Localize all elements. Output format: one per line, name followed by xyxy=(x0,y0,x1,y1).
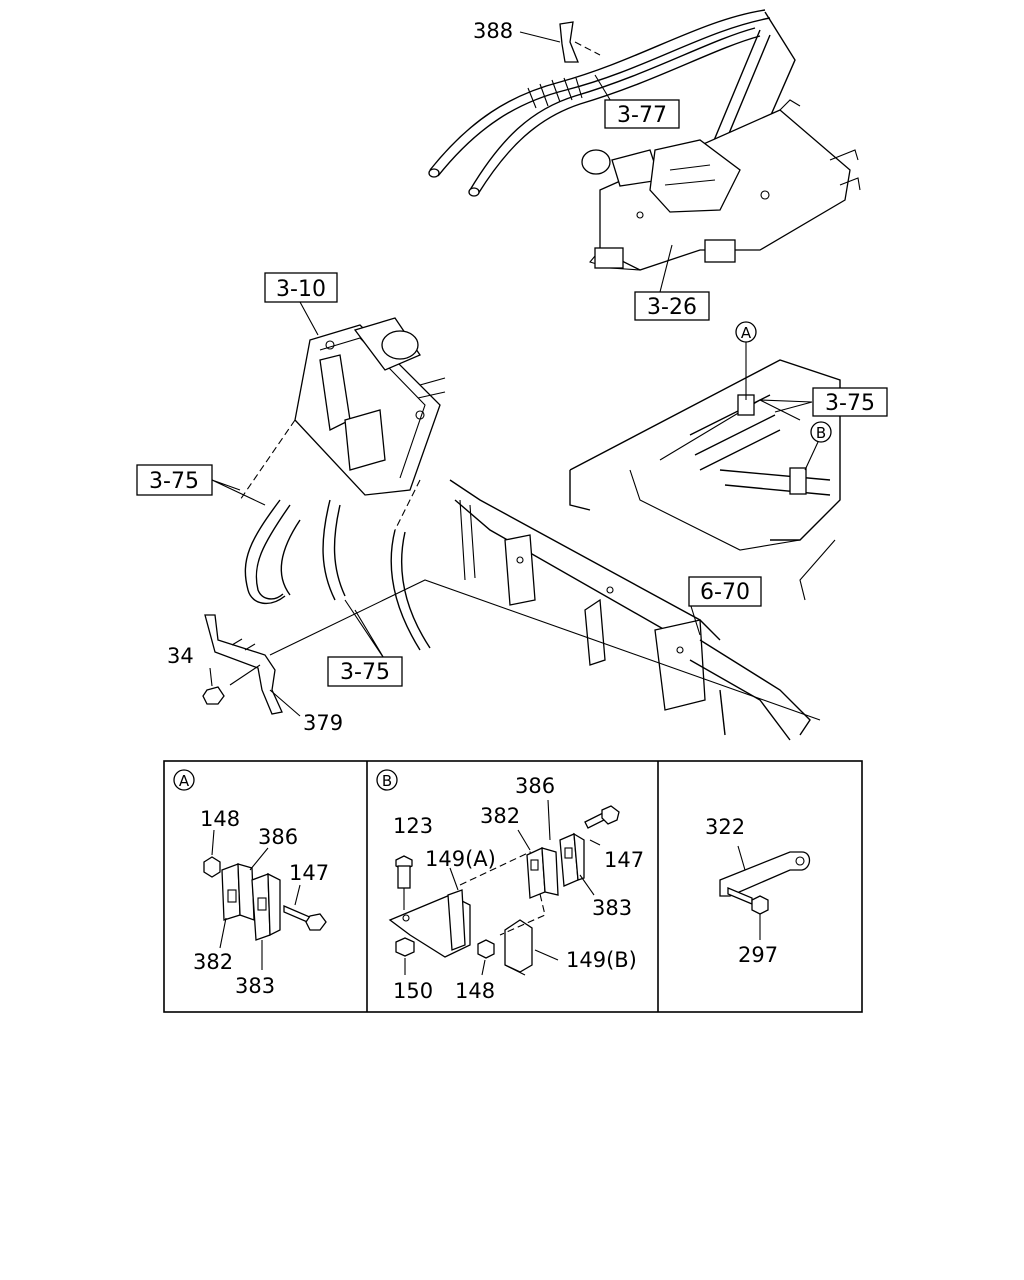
valve-bracket xyxy=(581,99,861,271)
inset-c: 322 297 xyxy=(705,815,811,967)
floor-panel xyxy=(569,359,841,601)
part-ref-boxes: 3-77 3-26 3-10 3-75 3-75 3-75 6-70 xyxy=(136,99,888,687)
chassis-frame xyxy=(449,479,811,741)
nut-34 xyxy=(202,686,225,705)
label-388: 388 xyxy=(473,19,513,43)
inset-a-label-148: 148 xyxy=(200,807,240,831)
inset-b-label-386: 386 xyxy=(515,774,555,798)
label-3-75-bottom: 3-75 xyxy=(340,660,390,685)
ref-b-marker: B xyxy=(810,421,832,443)
ref-a-marker: A xyxy=(735,321,757,343)
inset-b-label-150: 150 xyxy=(393,979,433,1003)
detail-insets-frame xyxy=(163,760,863,1013)
inset-a-label-147: 147 xyxy=(289,861,329,885)
brake-pipes-left xyxy=(239,419,431,651)
leader-lines xyxy=(209,21,821,721)
label-3-75-left: 3-75 xyxy=(149,469,199,494)
inset-b: B 123 382 386 147 149(A) 383 xyxy=(376,769,644,1003)
pedal-valve-assembly xyxy=(294,317,446,496)
svg-text:A: A xyxy=(741,324,752,342)
label-6-70: 6-70 xyxy=(700,580,750,605)
inset-b-tag: B xyxy=(382,772,392,790)
inset-b-label-147: 147 xyxy=(604,848,644,872)
inset-b-label-149a: 149(A) xyxy=(425,847,496,871)
inset-a-label-382: 382 xyxy=(193,950,233,974)
inset-c-label-297: 297 xyxy=(738,943,778,967)
label-3-75-top: 3-75 xyxy=(825,391,875,416)
inset-b-label-123: 123 xyxy=(393,814,433,838)
inset-a-label-383: 383 xyxy=(235,974,275,998)
inset-b-label-149b: 149(B) xyxy=(566,948,637,972)
inset-a-label-386: 386 xyxy=(258,825,298,849)
bracket-379 xyxy=(202,614,283,715)
inset-a-tag: A xyxy=(179,772,190,790)
inset-b-label-382: 382 xyxy=(480,804,520,828)
inset-c-label-322: 322 xyxy=(705,815,745,839)
label-379: 379 xyxy=(303,711,343,735)
label-3-10: 3-10 xyxy=(276,277,326,302)
svg-text:B: B xyxy=(816,424,826,442)
label-3-26: 3-26 xyxy=(647,295,697,320)
label-3-77: 3-77 xyxy=(617,103,667,128)
inset-a: A 148 386 147 382 383 xyxy=(173,769,329,998)
inset-b-label-383: 383 xyxy=(592,896,632,920)
inset-b-label-148: 148 xyxy=(455,979,495,1003)
label-34: 34 xyxy=(167,644,194,668)
